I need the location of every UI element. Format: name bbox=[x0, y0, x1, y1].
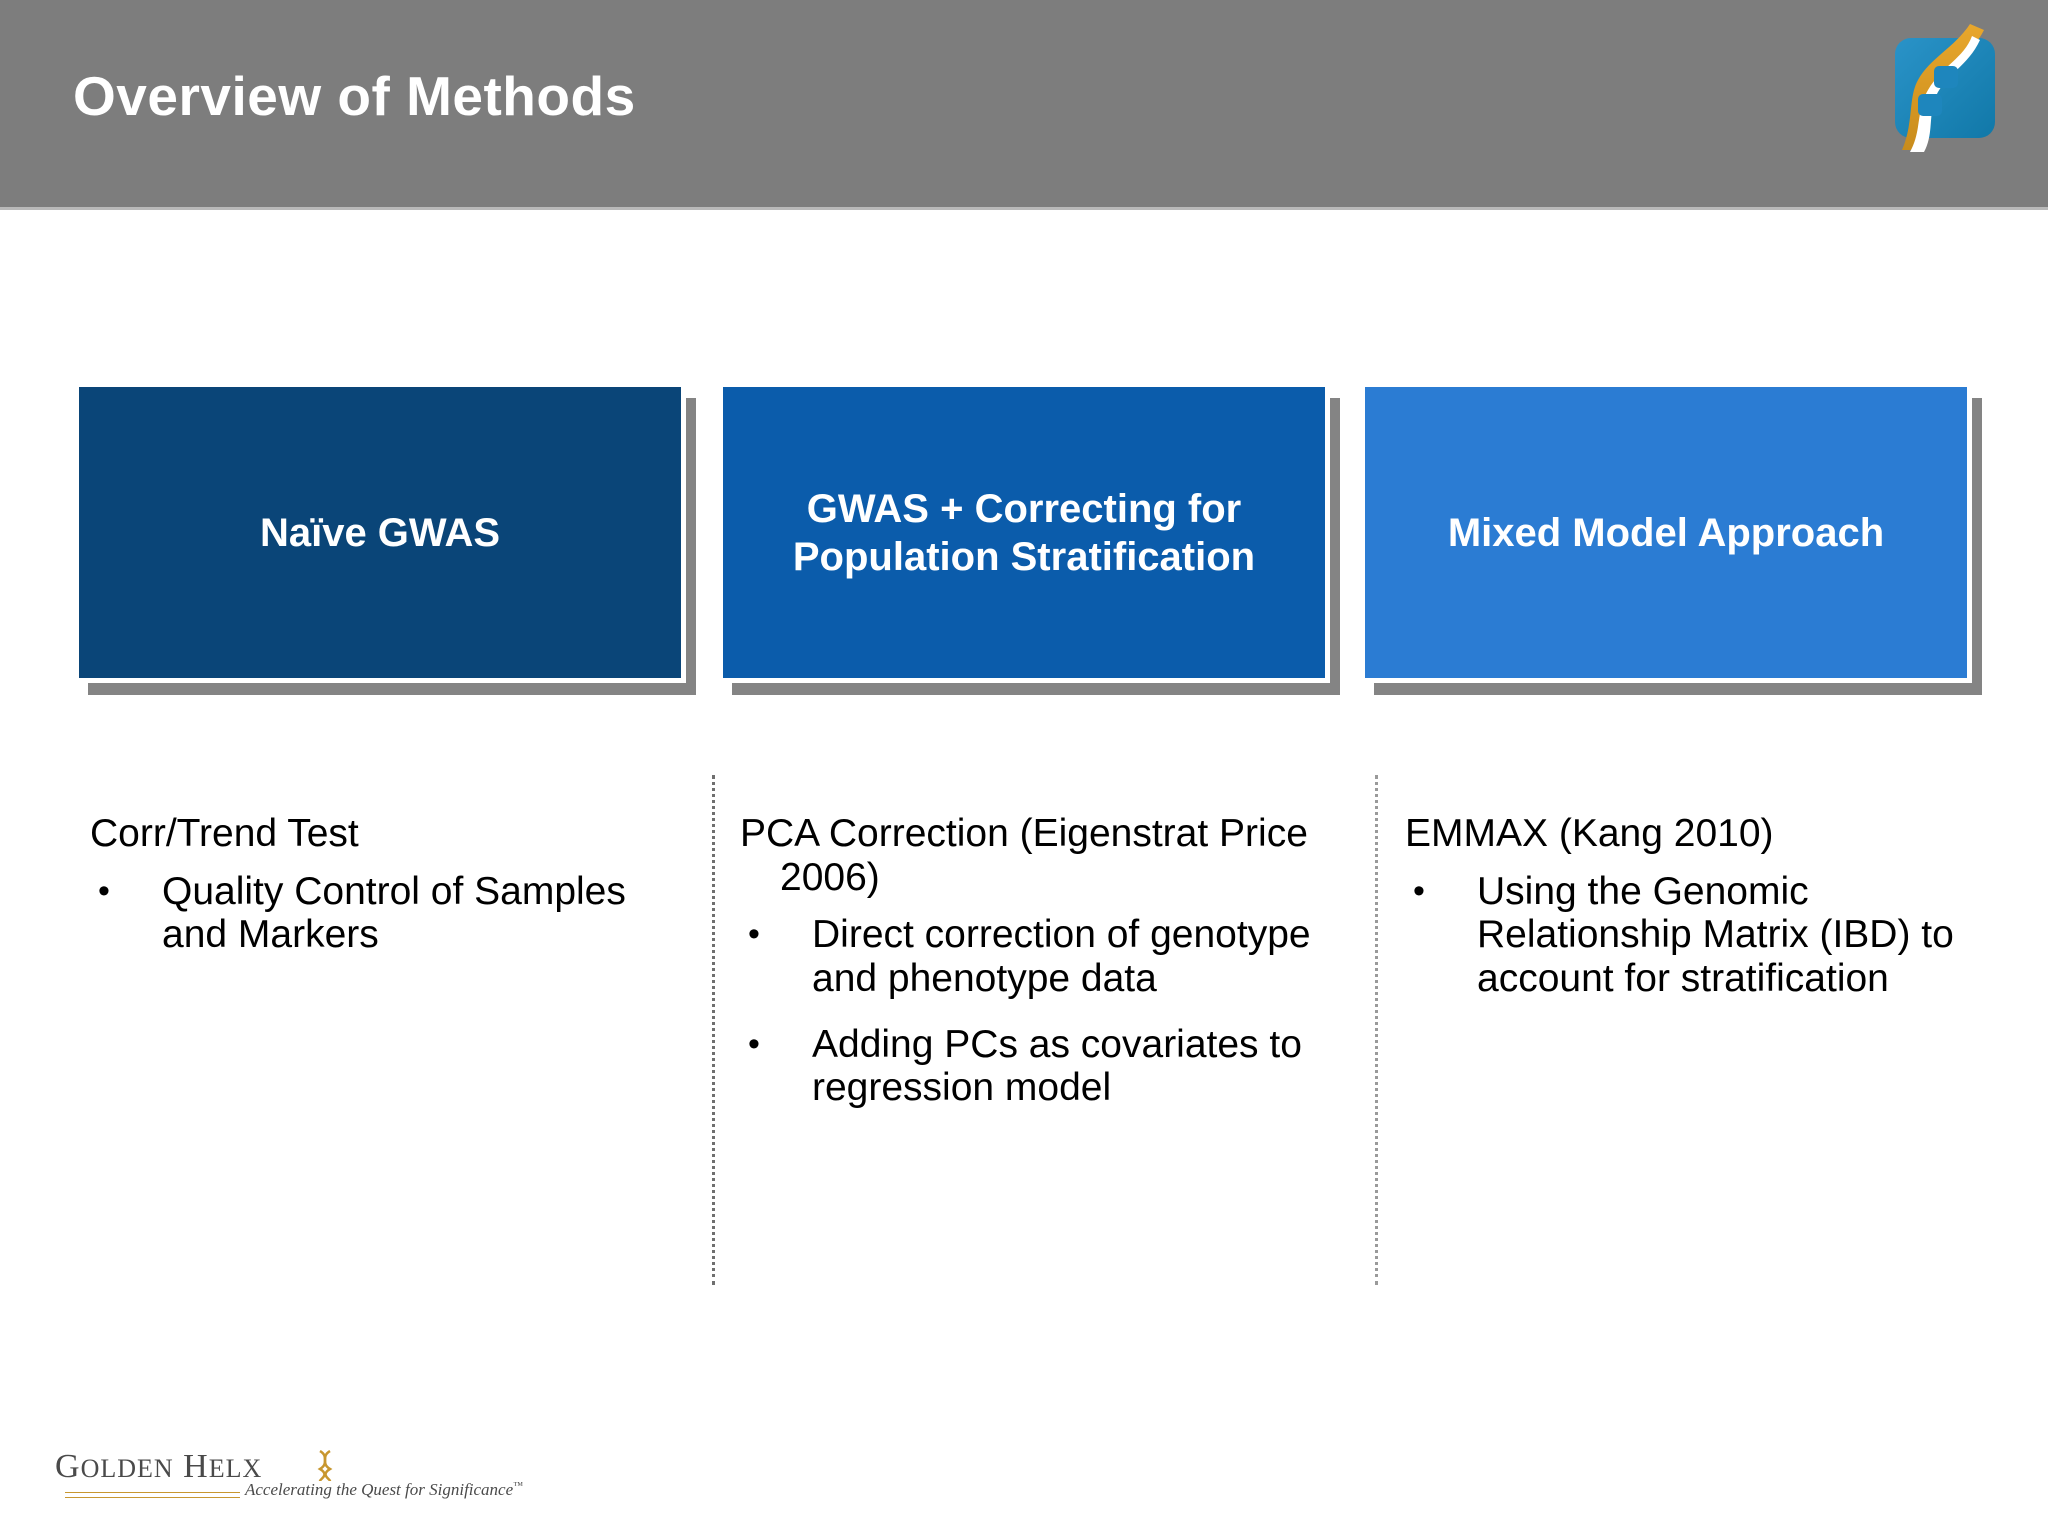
list-item: • Quality Control of Samples and Markers bbox=[90, 870, 650, 957]
method-box-naive-gwas[interactable]: Naïve GWAS bbox=[74, 382, 686, 683]
column-heading: Corr/Trend Test bbox=[90, 812, 359, 855]
column-heading: PCA Correction (Eigenstrat Price 2006) bbox=[740, 812, 1308, 899]
dna-helix-icon bbox=[1884, 22, 2014, 152]
footer-rule bbox=[65, 1492, 240, 1498]
footer-wordmark: GOLDEN HELX bbox=[55, 1448, 405, 1486]
slide-header-band: Overview of Methods bbox=[0, 0, 2048, 210]
method-box-label: Naïve GWAS bbox=[259, 510, 501, 555]
footer-tagline: Accelerating the Quest for Significance™ bbox=[245, 1480, 523, 1500]
wordmark-g: G bbox=[55, 1448, 81, 1485]
wordmark-olden: OLDEN bbox=[80, 1454, 174, 1483]
wordmark-x: X bbox=[242, 1454, 263, 1483]
method-box-label: Mixed Model Approach bbox=[1447, 510, 1885, 555]
detail-column-emmax: EMMAX (Kang 2010) • Using the Genomic Re… bbox=[1405, 812, 2005, 1023]
method-box-population-stratification[interactable]: GWAS + Correcting for Population Stratif… bbox=[718, 382, 1330, 683]
trademark-symbol: ™ bbox=[513, 1480, 523, 1492]
bullet-point-icon: • bbox=[748, 1024, 760, 1063]
bullet-list: • Direct correction of genotype and phen… bbox=[740, 913, 1340, 1110]
detail-column-pca-correction: PCA Correction (Eigenstrat Price 2006) •… bbox=[740, 812, 1340, 1132]
column-divider bbox=[1375, 775, 1378, 1285]
method-box-label: GWAS + Correcting for Population Stratif… bbox=[792, 486, 1256, 579]
bullet-list: • Using the Genomic Relationship Matrix … bbox=[1405, 870, 2005, 1001]
list-item: • Adding PCs as covariates to regression… bbox=[740, 1023, 1340, 1110]
list-item-text: Quality Control of Samples and Markers bbox=[162, 869, 626, 957]
bullet-list: • Quality Control of Samples and Markers bbox=[90, 870, 650, 957]
bullet-point-icon: • bbox=[748, 915, 760, 954]
detail-column-naive-gwas: Corr/Trend Test • Quality Control of Sam… bbox=[90, 812, 650, 979]
golden-helix-logo: GOLDEN HELX Accelerating the Quest for S… bbox=[55, 1448, 523, 1510]
list-item-text: Direct correction of genotype and phenot… bbox=[812, 913, 1311, 1001]
list-item: • Using the Genomic Relationship Matrix … bbox=[1405, 870, 2005, 1001]
wordmark-el: EL bbox=[208, 1454, 243, 1483]
bullet-point-icon: • bbox=[1413, 871, 1425, 910]
column-heading: EMMAX (Kang 2010) bbox=[1405, 812, 1774, 855]
list-item-text: Using the Genomic Relationship Matrix (I… bbox=[1477, 869, 1954, 1001]
bullet-point-icon: • bbox=[98, 871, 110, 910]
footer-tagline-text: Accelerating the Quest for Significance bbox=[245, 1480, 514, 1499]
wordmark-h: H bbox=[183, 1448, 209, 1485]
method-box-mixed-model[interactable]: Mixed Model Approach bbox=[1360, 382, 1972, 683]
footer-helix-icon bbox=[317, 1449, 333, 1482]
list-item: • Direct correction of genotype and phen… bbox=[740, 913, 1340, 1000]
list-item-text: Adding PCs as covariates to regression m… bbox=[812, 1022, 1302, 1110]
page-title: Overview of Methods bbox=[73, 65, 636, 127]
column-divider bbox=[712, 775, 715, 1285]
